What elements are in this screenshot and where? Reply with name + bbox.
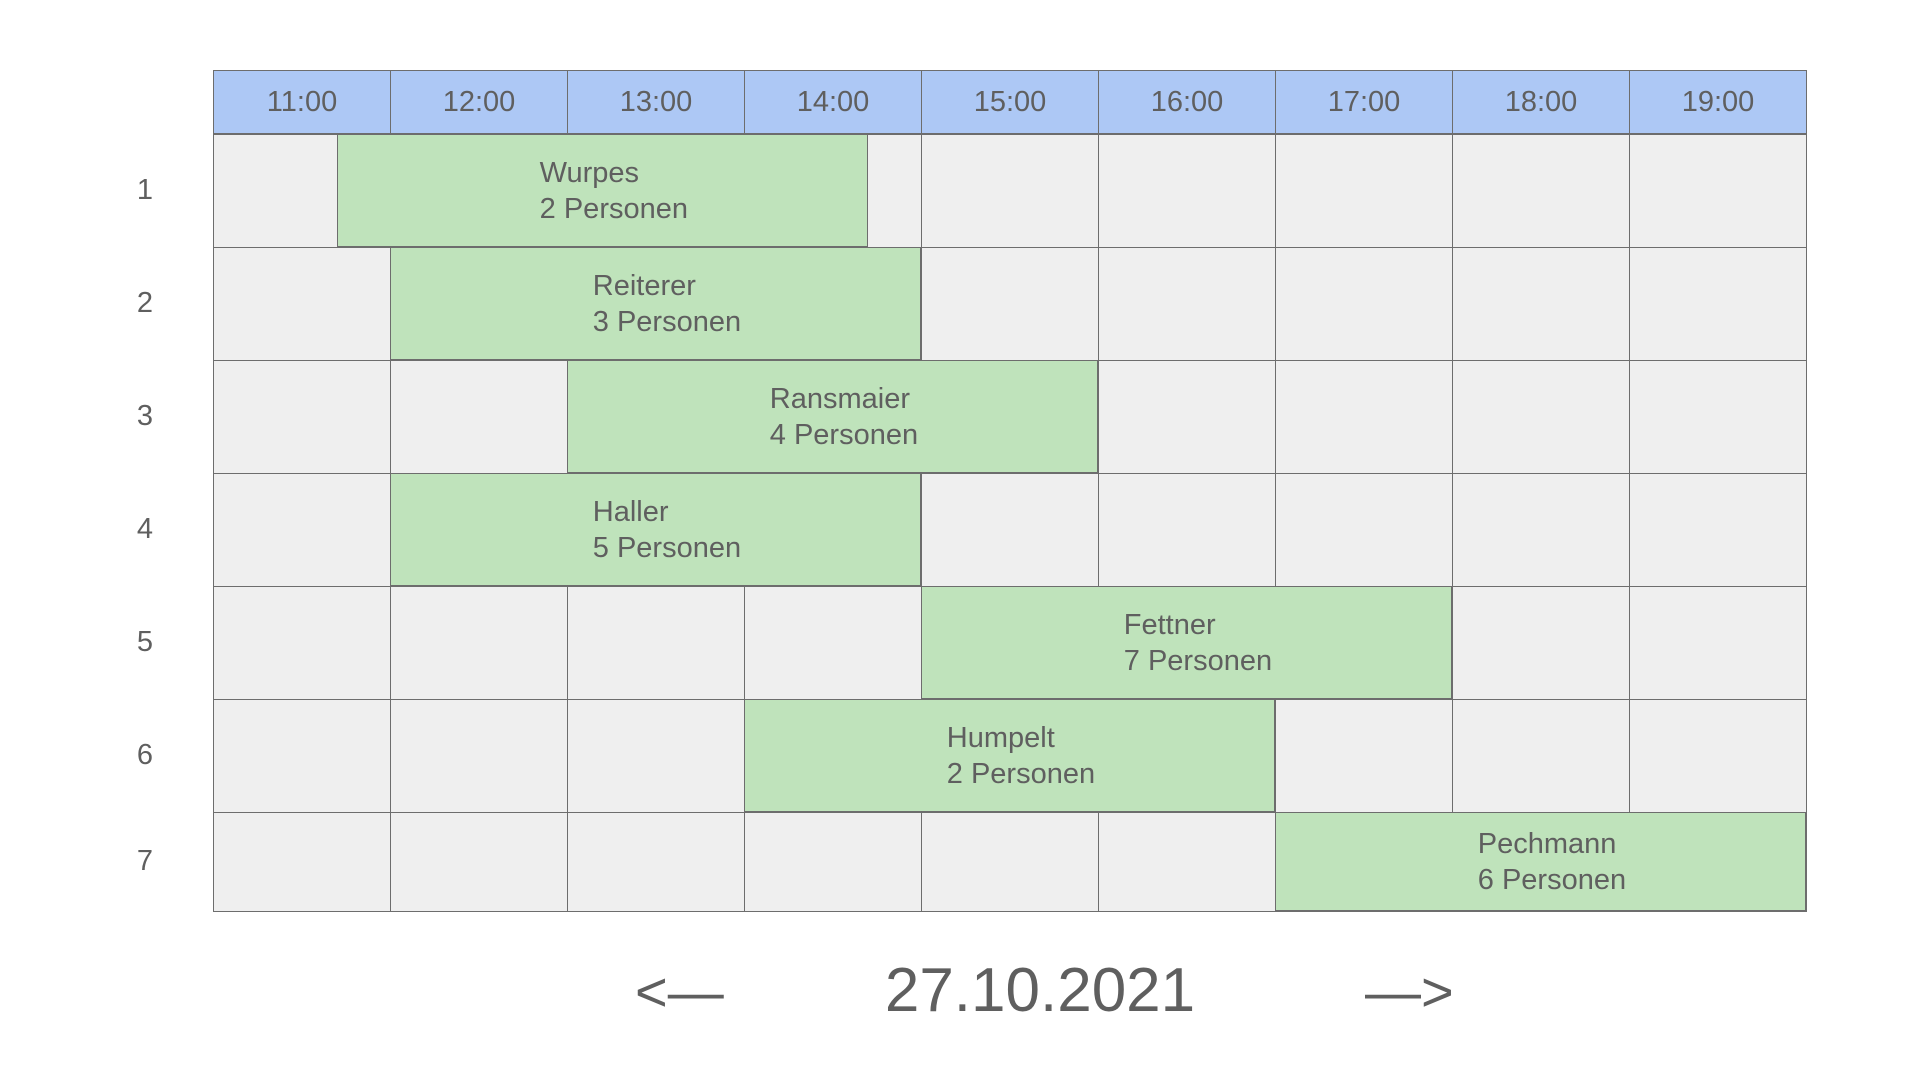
slot-cell[interactable] bbox=[1098, 247, 1276, 361]
slot-cell[interactable] bbox=[1098, 812, 1276, 912]
time-header-1800: 18:00 bbox=[1452, 70, 1630, 134]
reservation-name: Pechmann bbox=[1477, 827, 1617, 860]
slot-cell[interactable] bbox=[1275, 134, 1453, 248]
slot-cell[interactable] bbox=[1275, 247, 1453, 361]
slot-cell[interactable] bbox=[1452, 360, 1630, 474]
slot-cell[interactable] bbox=[921, 134, 1099, 248]
slot-cell[interactable] bbox=[390, 360, 568, 474]
time-header-1600: 16:00 bbox=[1098, 70, 1276, 134]
slot-cell[interactable] bbox=[390, 812, 568, 912]
slot-cell[interactable] bbox=[921, 247, 1099, 361]
slot-cell[interactable] bbox=[567, 586, 745, 700]
previous-day-button[interactable]: <— bbox=[635, 960, 724, 1023]
slot-cell[interactable] bbox=[1629, 247, 1807, 361]
slot-cell[interactable] bbox=[1275, 473, 1453, 587]
reservation-party-size: 5 Personen bbox=[592, 531, 742, 564]
reservation-party-size: 3 Personen bbox=[592, 305, 742, 338]
reservation-name: Fettner bbox=[1123, 608, 1216, 641]
slot-cell[interactable] bbox=[921, 812, 1099, 912]
time-header-1700: 17:00 bbox=[1275, 70, 1453, 134]
slot-cell[interactable] bbox=[213, 812, 391, 912]
reservation-name: Ransmaier bbox=[769, 382, 910, 415]
slot-cell[interactable] bbox=[213, 699, 391, 813]
slot-cell[interactable] bbox=[1098, 134, 1276, 248]
table-number-7: 7 bbox=[136, 844, 154, 877]
table-number-3: 3 bbox=[136, 399, 154, 432]
time-header-1200: 12:00 bbox=[390, 70, 568, 134]
slot-cell[interactable] bbox=[1629, 360, 1807, 474]
time-header-1500: 15:00 bbox=[921, 70, 1099, 134]
reservation-party-size: 2 Personen bbox=[946, 757, 1096, 790]
time-header-1400: 14:00 bbox=[744, 70, 922, 134]
time-header-1100: 11:00 bbox=[213, 70, 391, 134]
slot-cell[interactable] bbox=[1452, 134, 1630, 248]
slot-cell[interactable] bbox=[213, 247, 391, 361]
slot-cell[interactable] bbox=[1629, 473, 1807, 587]
table-number-6: 6 bbox=[136, 738, 154, 771]
slot-cell[interactable] bbox=[567, 812, 745, 912]
time-header-1300: 13:00 bbox=[567, 70, 745, 134]
table-number-5: 5 bbox=[136, 625, 154, 658]
slot-cell[interactable] bbox=[1098, 473, 1276, 587]
slot-cell[interactable] bbox=[1452, 699, 1630, 813]
reservation-name: Haller bbox=[592, 495, 669, 528]
reservation-name: Wurpes bbox=[539, 156, 640, 189]
slot-cell[interactable] bbox=[744, 812, 922, 912]
slot-cell[interactable] bbox=[213, 360, 391, 474]
next-day-button[interactable]: —> bbox=[1365, 960, 1454, 1023]
slot-cell[interactable] bbox=[1275, 360, 1453, 474]
slot-cell[interactable] bbox=[567, 699, 745, 813]
slot-cell[interactable] bbox=[1452, 473, 1630, 587]
reservation-party-size: 6 Personen bbox=[1477, 863, 1627, 896]
slot-cell[interactable] bbox=[213, 473, 391, 587]
slot-cell[interactable] bbox=[1452, 247, 1630, 361]
slot-cell[interactable] bbox=[744, 586, 922, 700]
reservation-party-size: 7 Personen bbox=[1123, 644, 1273, 677]
slot-cell[interactable] bbox=[1452, 586, 1630, 700]
slot-cell[interactable] bbox=[1275, 699, 1453, 813]
slot-cell[interactable] bbox=[1629, 586, 1807, 700]
reservation-party-size: 4 Personen bbox=[769, 418, 919, 451]
current-date: 27.10.2021 bbox=[884, 956, 1196, 1025]
table-number-1: 1 bbox=[136, 173, 154, 206]
table-number-4: 4 bbox=[136, 512, 154, 545]
slot-cell[interactable] bbox=[213, 586, 391, 700]
slot-cell[interactable] bbox=[1098, 360, 1276, 474]
slot-cell[interactable] bbox=[1629, 699, 1807, 813]
slot-cell[interactable] bbox=[390, 699, 568, 813]
reservation-name: Reiterer bbox=[592, 269, 696, 302]
reservation-party-size: 2 Personen bbox=[539, 192, 688, 225]
slot-cell[interactable] bbox=[921, 473, 1099, 587]
slot-cell[interactable] bbox=[1629, 134, 1807, 248]
table-number-2: 2 bbox=[136, 286, 154, 319]
slot-cell[interactable] bbox=[390, 586, 568, 700]
time-header-1900: 19:00 bbox=[1629, 70, 1807, 134]
reservation-name: Humpelt bbox=[946, 721, 1055, 754]
